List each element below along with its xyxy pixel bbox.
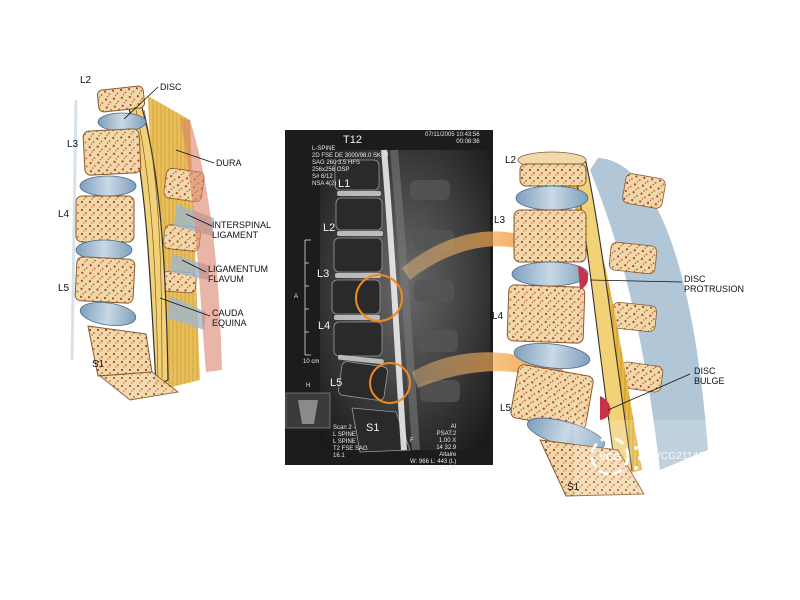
mri-title: T12 <box>343 134 362 146</box>
mri-f-mark: F <box>410 438 414 444</box>
label-cauda-2: EQUINA <box>212 318 247 328</box>
mri-level-l3: L3 <box>317 268 330 280</box>
left-spine <box>70 85 222 401</box>
mri-panel <box>285 130 493 465</box>
vcg-logo-icon: VCG <box>590 436 642 476</box>
mri-highlight-l5-s1 <box>369 362 411 404</box>
watermark-code: VCG211485054387 <box>654 450 745 462</box>
right-level-l5: L5 <box>500 403 512 414</box>
label-cauda-1: CAUDA <box>212 308 244 318</box>
disc-protrusion-mark <box>578 266 589 290</box>
right-leader-lines <box>589 279 691 411</box>
label-flavum-2: FLAVUM <box>208 274 244 284</box>
right-level-l2: L2 <box>505 155 517 166</box>
label-interspinal-1: INTERSPINAL <box>212 220 272 230</box>
label-disc-bulge-2: BULGE <box>694 376 725 386</box>
mri-level-l2: L2 <box>323 222 336 234</box>
mri-inset-h: H <box>306 383 311 389</box>
mri-scale-label: 10 cm <box>303 359 320 365</box>
mri-footer-left: Scan 2 - L SPINE L SPINE T2 FSE SAG 16.1 <box>333 425 368 459</box>
mri-level-l1: L1 <box>338 178 351 190</box>
label-flavum-1: LIGAMENTUM <box>208 264 269 274</box>
left-leader-lines <box>123 86 215 317</box>
label-disc: DISC <box>160 82 182 92</box>
left-level-l5: L5 <box>58 283 70 294</box>
left-level-s1: S1 <box>92 359 105 370</box>
watermark-logo-text: VCG <box>599 452 621 463</box>
label-disc-bulge-1: DISC <box>694 366 716 376</box>
mri-header-left: L-SPINE 2D FSE DE 3000/98.0 SK SAG 260 3… <box>312 146 382 187</box>
left-level-l3: L3 <box>67 139 79 150</box>
label-interspinal-2: LIGAMENT <box>212 230 259 240</box>
label-dura: DURA <box>216 158 242 168</box>
mri-highlight-l3-l4 <box>355 274 403 322</box>
mri-level-l4: L4 <box>318 320 331 332</box>
right-level-l4: L4 <box>492 311 504 322</box>
left-vertebrae <box>74 85 180 401</box>
mri-footer-right: AI PSAT:2 1.00 X 14 32.9 Altaire W: 966 … <box>410 424 457 472</box>
label-disc-protrusion-2: PROTRUSION <box>684 284 745 294</box>
label-disc-protrusion-1: DISC <box>684 274 706 284</box>
right-spine <box>506 151 708 497</box>
watermark-overlay <box>574 420 800 500</box>
watermark: VCG VCG211485054387 <box>588 432 800 480</box>
mri-level-l5: L5 <box>330 377 343 389</box>
mri-scale-ruler <box>304 239 311 356</box>
disc-bulge-mark <box>600 396 611 420</box>
left-level-l4: L4 <box>58 209 70 220</box>
right-level-s1: S1 <box>567 482 580 493</box>
right-level-l3: L3 <box>494 215 506 226</box>
right-vertebrae <box>506 151 645 497</box>
mri-header-right: 07/11/2005 10:43:56 00:08:36 <box>425 132 480 145</box>
mri-a-mark: A <box>294 294 299 300</box>
mri-level-s1: S1 <box>366 422 380 434</box>
left-level-l2: L2 <box>80 75 92 86</box>
mri-h-top: H <box>384 152 389 158</box>
